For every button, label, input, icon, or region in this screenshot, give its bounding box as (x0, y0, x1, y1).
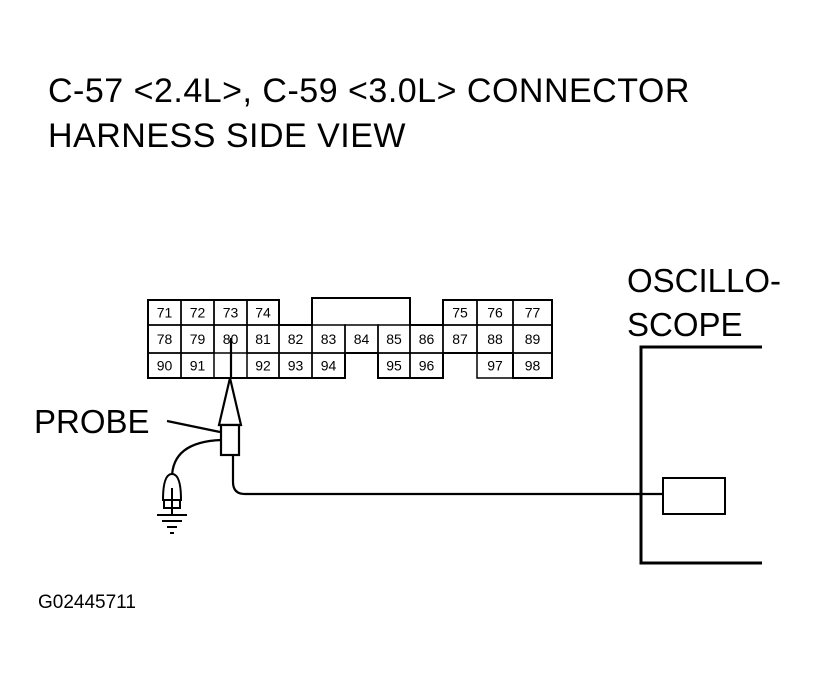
pin-cell-96 (409, 352, 444, 379)
title-line-1: C-57 <2.4L>, C-59 <3.0L> CONNECTOR (48, 72, 690, 110)
pin-label-86: 86 (419, 331, 435, 347)
oscilloscope-label-line-1: OSCILLO- (627, 262, 782, 299)
ground-icon (157, 508, 187, 534)
probe (166, 338, 663, 496)
pin-label-92: 92 (255, 358, 271, 374)
test-light-icon (161, 472, 183, 509)
probe-ground-wire (170, 438, 222, 479)
pin-label-79: 79 (190, 331, 206, 347)
pin-cell-94 (311, 352, 346, 379)
figure-id: G02445711 (38, 592, 136, 613)
probe-signal-wire (231, 455, 663, 496)
title-line-2: HARNESS SIDE VIEW (48, 117, 407, 155)
oscilloscope (639, 345, 762, 565)
pin-label-71: 71 (157, 305, 173, 321)
pin-label-78: 78 (157, 331, 173, 347)
pin-label-84: 84 (354, 331, 370, 347)
pin-cell-91 (180, 352, 215, 379)
pin-label-76: 76 (487, 305, 503, 321)
pin-label-87: 87 (452, 331, 468, 347)
pin-label-73: 73 (223, 305, 239, 321)
pin-label-74: 74 (255, 305, 271, 321)
pin-cell-98 (512, 352, 553, 379)
oscilloscope-frame (639, 345, 762, 565)
pin-label-94: 94 (321, 358, 337, 374)
pin-label-96: 96 (419, 358, 435, 374)
pin-label-83: 83 (321, 331, 337, 347)
pin-label-85: 85 (386, 331, 402, 347)
pin-label-82: 82 (288, 331, 304, 347)
pin-label-77: 77 (525, 305, 541, 321)
pin-label-90: 90 (157, 358, 173, 374)
probe-needle (217, 377, 243, 427)
pin-label-81: 81 (255, 331, 271, 347)
probe-label: PROBE (34, 403, 150, 440)
pin-label-93: 93 (288, 358, 304, 374)
pin-label-91: 91 (190, 358, 206, 374)
oscilloscope-label-line-2: SCOPE (627, 306, 743, 343)
pin-label-89: 89 (525, 331, 541, 347)
pin-label-75: 75 (452, 305, 468, 321)
probe-body (219, 423, 241, 457)
pin-label-97: 97 (487, 358, 503, 374)
pin-label-88: 88 (487, 331, 503, 347)
oscilloscope-input-box (662, 477, 726, 515)
pin-label-95: 95 (386, 358, 402, 374)
pin-label-72: 72 (190, 305, 206, 321)
probe-leader-line (166, 419, 221, 434)
pin-label-98: 98 (525, 358, 541, 374)
